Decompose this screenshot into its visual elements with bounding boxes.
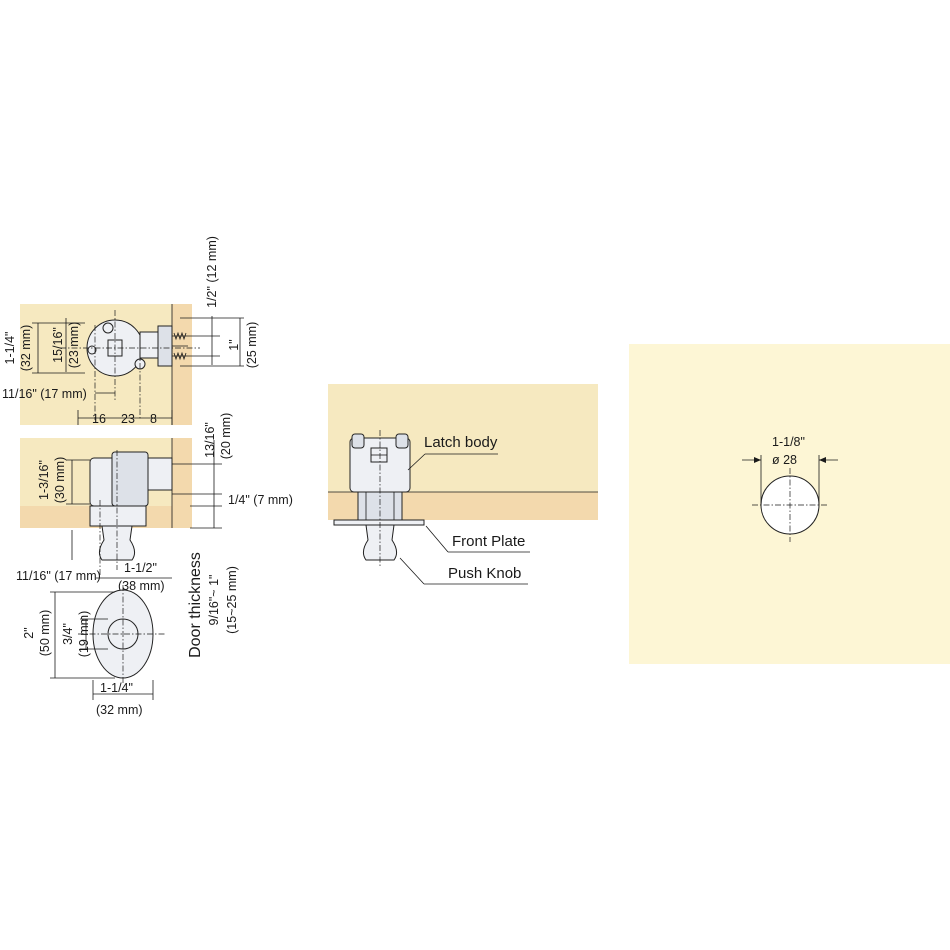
plate-hole-mm: (19 mm) xyxy=(77,611,91,658)
latch-bracket xyxy=(157,325,173,367)
cabinet-side-wall xyxy=(172,304,192,425)
top-body-mm: (23 mm) xyxy=(67,322,81,369)
top-dim-b: 23 xyxy=(121,412,135,426)
top-spacing-in: 1" xyxy=(227,339,241,350)
side-width-mm: (38 mm) xyxy=(118,579,165,593)
top-height-in: 1-1/4" xyxy=(3,332,17,365)
side-body-in: 1-3/16" xyxy=(37,460,51,500)
side-width-in: 1-1/2" xyxy=(124,561,157,575)
label-latch-body: Latch body xyxy=(424,434,498,451)
door-thickness-in: 9/16"~ 1" xyxy=(207,575,221,626)
side-body-mm: (30 mm) xyxy=(53,457,67,504)
plate-height-mm: (50 mm) xyxy=(38,610,52,657)
plate-width-mm: (32 mm) xyxy=(96,703,143,717)
side-thick: 1/4" (7 mm) xyxy=(228,493,293,507)
plate-view: 2" (50 mm) 3/4" (19 mm) 1-1/4" (32 mm) xyxy=(22,585,165,717)
top-height-mm: (32 mm) xyxy=(19,325,33,372)
assembly-front-plate xyxy=(333,519,425,526)
top-screw-in: 1/2" (12 mm) xyxy=(205,236,219,308)
screw-head-icon xyxy=(87,345,97,355)
latch-mount-side xyxy=(147,457,173,491)
plate-width-in: 1-1/4" xyxy=(100,681,133,695)
label-push-knob: Push Knob xyxy=(448,565,521,582)
top-spacing-mm: (25 mm) xyxy=(245,322,259,369)
label-front-plate: Front Plate xyxy=(452,533,525,550)
plate-height-in: 2" xyxy=(22,627,36,638)
door-thickness-title: Door thickness xyxy=(187,552,204,658)
side-top-in: 13/16" xyxy=(203,422,217,458)
top-offset: 11/16" (17 mm) xyxy=(2,387,87,401)
front-plate-side xyxy=(89,505,147,527)
side-top-mm: (20 mm) xyxy=(219,413,233,460)
screw-head-icon xyxy=(102,322,114,334)
top-dim-a: 16 xyxy=(92,412,106,426)
top-view: 1-1/4" (32 mm) 15/16" (23 mm) 11/16" (17… xyxy=(2,236,259,426)
hole-diameter-in: 1-1/8" xyxy=(772,435,805,449)
hole-view: 1-1/8" ø 28 xyxy=(629,344,950,664)
assembly-view: Latch body Front Plate Push Knob xyxy=(328,384,598,585)
door-thickness-mm: (15~25 mm) xyxy=(225,566,239,634)
latch-arm xyxy=(139,331,161,359)
hole-diameter-mm: ø 28 xyxy=(772,453,797,467)
side-view: 1-3/16" (30 mm) 11/16" (17 mm) 13/16" (2… xyxy=(16,413,293,658)
top-dim-c: 8 xyxy=(150,412,157,426)
plate-hole-in: 3/4" xyxy=(61,623,75,645)
side-knob-offset: 11/16" (17 mm) xyxy=(16,569,101,583)
top-body-in: 15/16" xyxy=(51,327,65,363)
